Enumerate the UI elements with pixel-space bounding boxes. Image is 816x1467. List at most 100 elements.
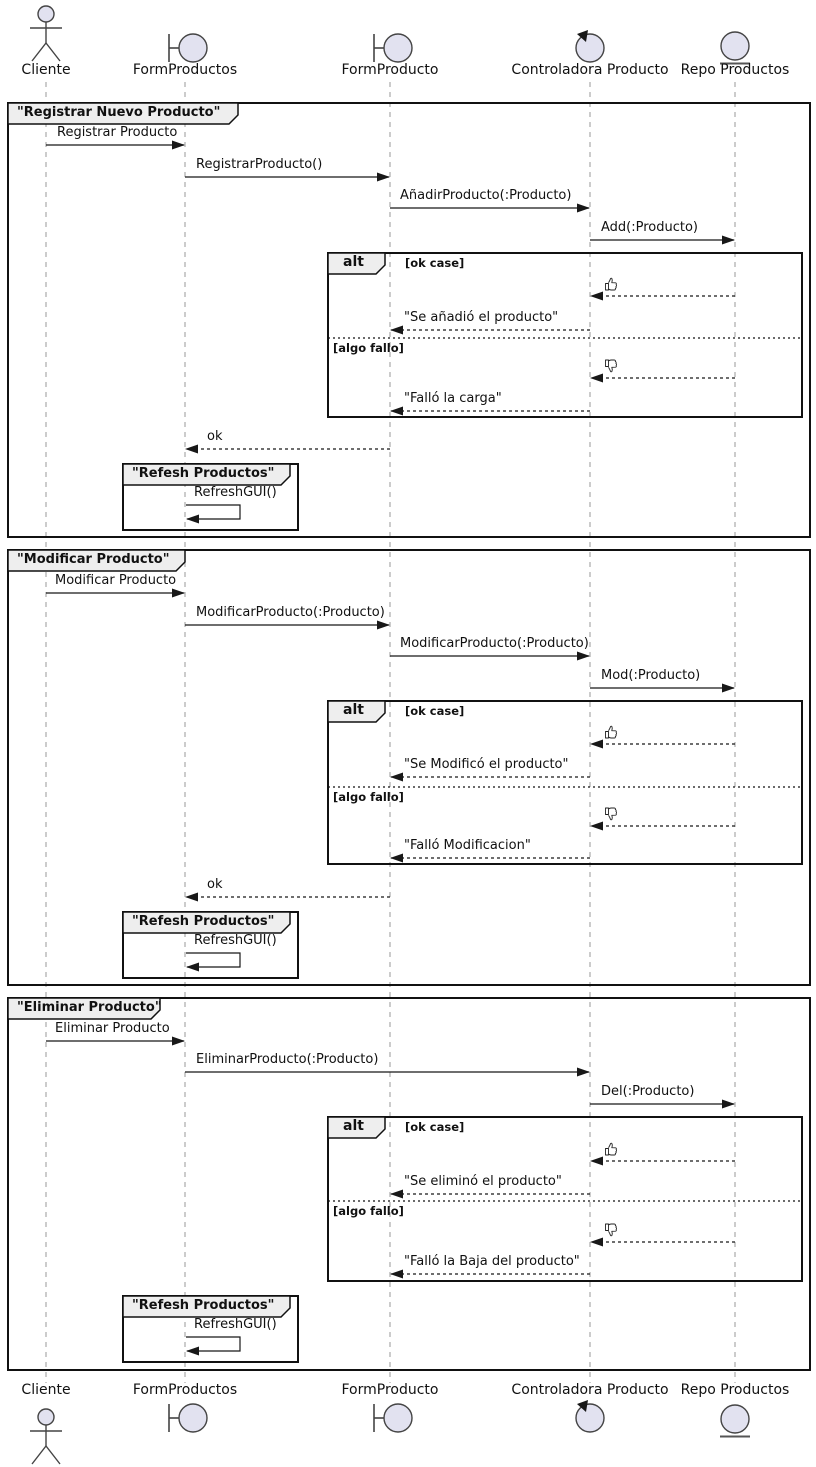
thumbs-up-icon: [605, 1142, 617, 1156]
group-tab: [7, 997, 161, 1020]
participant-label-bottom-cliente: Cliente: [21, 1382, 71, 1398]
actor-icon: [37, 1408, 55, 1426]
arrowhead-icon: [377, 172, 390, 182]
message-label: RefreshGUI(): [194, 485, 277, 500]
arrowhead-icon: [172, 588, 185, 598]
control-icon: [575, 1403, 605, 1433]
arrowhead-icon: [377, 620, 390, 630]
arrowhead-icon: [577, 203, 590, 213]
group-title: "Refesh Productos": [132, 914, 275, 929]
arrowhead-icon: [185, 444, 198, 454]
alt-frame: [327, 252, 803, 418]
group-title: "Modificar Producto": [17, 552, 170, 567]
message-label: "Falló Modificacion": [404, 838, 531, 853]
control-icon: [575, 33, 605, 63]
participant-label-bottom-controladora: Controladora Producto: [511, 1382, 669, 1398]
message-label: EliminarProducto(:Producto): [196, 1052, 379, 1067]
thumbs-down-icon: [605, 1223, 617, 1237]
message-label: "Se añadió el producto": [404, 310, 559, 325]
group-title: "Eliminar Producto": [17, 1000, 162, 1015]
alt-operator-label: alt: [343, 1118, 364, 1134]
group-frame: [7, 997, 811, 1371]
message-label: "Falló la Baja del producto": [404, 1254, 580, 1269]
participant-label-top-repo: Repo Productos: [680, 62, 790, 78]
message-label: RegistrarProducto(): [196, 157, 323, 172]
group-tab: [122, 463, 291, 486]
message-label: Eliminar Producto: [55, 1021, 170, 1036]
arrowhead-icon: [590, 821, 603, 831]
arrowhead-icon: [590, 1237, 603, 1247]
group-tab: [7, 549, 186, 572]
message-label: ok: [207, 429, 223, 444]
alt-guard-label: [algo fallo]: [333, 790, 404, 804]
participant-label-bottom-formproductos: FormProductos: [132, 1382, 238, 1398]
alt-guard-label: [ok case]: [405, 256, 465, 270]
alt-operator-label: alt: [343, 254, 364, 270]
participant-label-bottom-repo: Repo Productos: [680, 1382, 790, 1398]
group-tab: [122, 1295, 291, 1318]
group-frame: [7, 549, 811, 986]
arrowhead-icon: [390, 1189, 403, 1199]
arrowhead-icon: [590, 739, 603, 749]
arrowhead-icon: [590, 1156, 603, 1166]
boundary-icon: [178, 1403, 208, 1433]
alt-frame: [327, 1116, 803, 1282]
message-label: Mod(:Producto): [601, 668, 701, 683]
thumbs-up-icon: [605, 1142, 617, 1156]
arrowhead-icon: [390, 325, 403, 335]
boundary-icon: [178, 33, 208, 63]
arrowhead-icon: [722, 235, 735, 245]
thumbs-down-icon: [605, 359, 617, 373]
group-title: "Refesh Productos": [132, 1298, 275, 1313]
self-message-arrow: [186, 1336, 241, 1352]
arrowhead-icon: [186, 962, 199, 972]
participant-label-top-formproductos: FormProductos: [132, 62, 238, 78]
message-label: ModificarProducto(:Producto): [196, 605, 385, 620]
alt-tab: [327, 1116, 386, 1139]
group-tab: [7, 102, 239, 125]
thumbs-up-icon: [605, 277, 617, 291]
control-icon: [577, 1400, 588, 1412]
alt-guard-label: [algo fallo]: [333, 341, 404, 355]
message-label: "Se eliminó el producto": [404, 1174, 562, 1189]
participant-label-top-cliente: Cliente: [21, 62, 71, 78]
arrowhead-icon: [186, 514, 199, 524]
message-label: Modificar Producto: [55, 573, 177, 588]
arrowhead-icon: [185, 892, 198, 902]
alt-guard-label: [ok case]: [405, 1120, 465, 1134]
arrowhead-icon: [172, 140, 185, 150]
arrowhead-icon: [722, 683, 735, 693]
arrowhead-icon: [390, 853, 403, 863]
arrowhead-icon: [577, 1067, 590, 1077]
arrowhead-icon: [390, 772, 403, 782]
alt-tab: [327, 700, 386, 723]
group-frame: [7, 102, 811, 538]
message-label: "Falló la carga": [404, 391, 502, 406]
message-label: Del(:Producto): [601, 1084, 695, 1099]
arrowhead-icon: [590, 291, 603, 301]
boundary-icon: [383, 33, 413, 63]
message-label: AñadirProducto(:Producto): [400, 188, 572, 203]
thumbs-up-icon: [605, 725, 617, 739]
thumbs-down-icon: [605, 807, 617, 821]
entity-icon: [720, 31, 750, 61]
thumbs-down-icon: [605, 807, 617, 821]
thumbs-up-icon: [605, 277, 617, 291]
message-label: "Se Modificó el producto": [404, 757, 569, 772]
message-label: Registrar Producto: [57, 125, 178, 140]
entity-icon: [720, 1404, 750, 1434]
participant-label-top-controladora: Controladora Producto: [511, 62, 669, 78]
actor-icon: [37, 5, 55, 23]
arrowhead-icon: [172, 1036, 185, 1046]
participant-label-bottom-formproducto: FormProducto: [341, 1382, 439, 1398]
group-title: "Refesh Productos": [132, 466, 275, 481]
alt-operator-label: alt: [343, 702, 364, 718]
self-message-arrow: [186, 952, 241, 968]
message-label: ModificarProducto(:Producto): [400, 636, 589, 651]
group-title: "Registrar Nuevo Producto": [17, 105, 221, 120]
arrowhead-icon: [577, 651, 590, 661]
alt-tab: [327, 252, 386, 275]
message-label: RefreshGUI(): [194, 933, 277, 948]
